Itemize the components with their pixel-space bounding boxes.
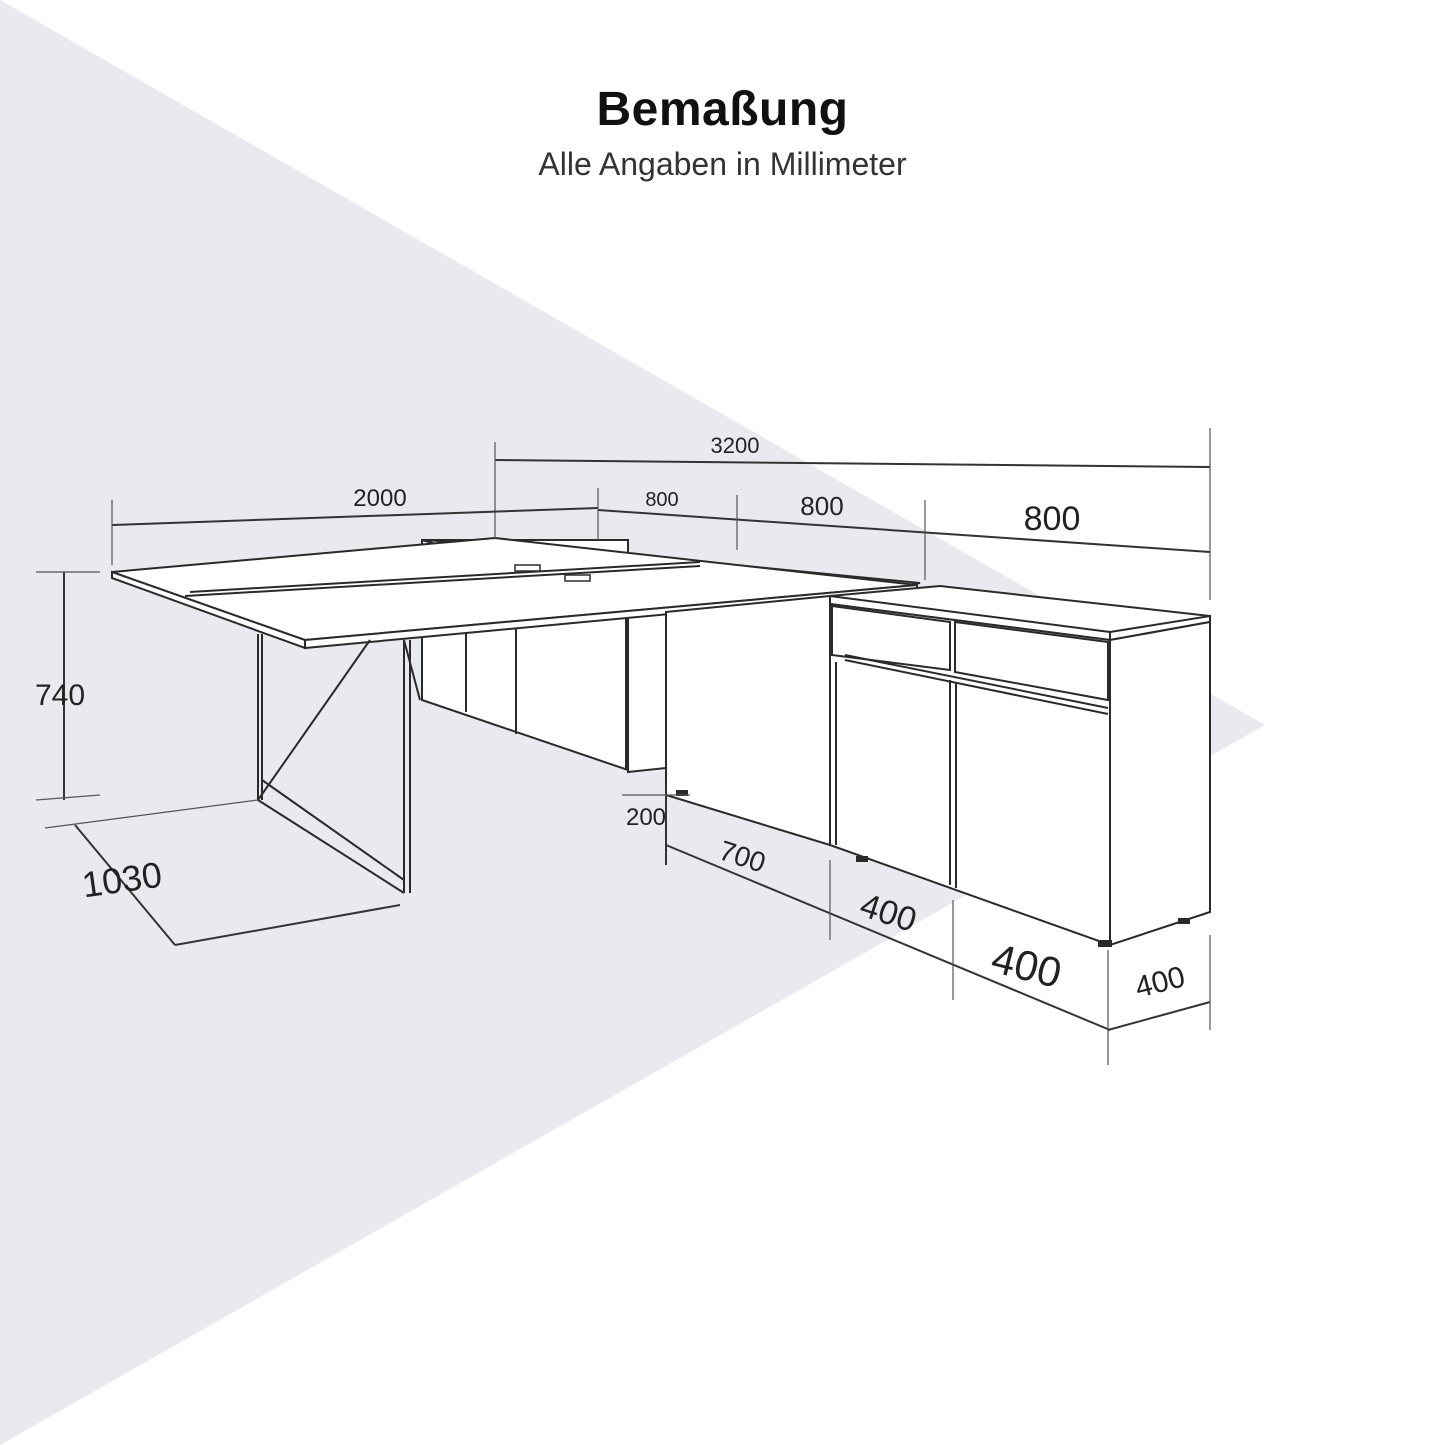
- dimension-lines: [35, 428, 1211, 1065]
- sideboard: [665, 584, 1211, 947]
- dim-cabinet-depth-c: 400: [1132, 960, 1189, 1004]
- dim-desk-height: 740: [35, 679, 85, 712]
- page-subtitle: Alle Angaben in Millimeter: [538, 146, 907, 182]
- desk: [111, 536, 921, 894]
- dim-cabinet-a-width: 800: [645, 489, 678, 511]
- page-title: Bemaßung: [596, 83, 849, 136]
- dim-total-width: 3200: [711, 433, 760, 458]
- dim-foot-height: 200: [626, 804, 666, 831]
- dim-cabinet-depth-b: 400: [987, 934, 1066, 997]
- dim-cabinet-c-width: 800: [1024, 500, 1081, 538]
- dim-cabinet-b-width: 800: [800, 491, 843, 521]
- dim-desk-width: 2000: [353, 485, 406, 512]
